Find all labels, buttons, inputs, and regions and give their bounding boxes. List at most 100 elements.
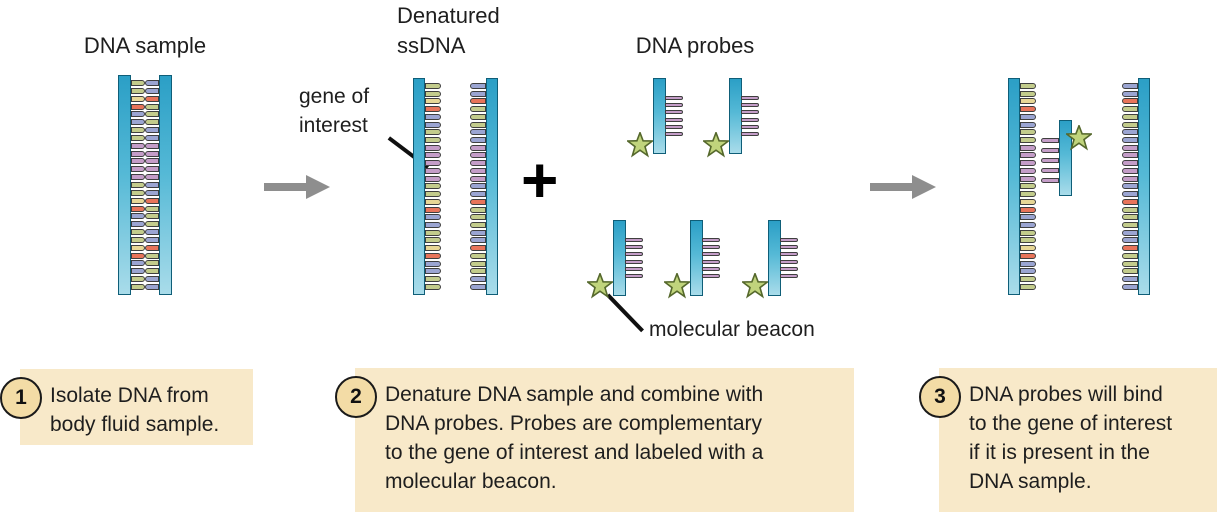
base-rung <box>1020 175 1036 182</box>
base-rung <box>425 206 441 213</box>
base-rung <box>425 121 441 128</box>
probe-rungs <box>702 238 720 278</box>
base-rung-right <box>145 205 159 212</box>
base-rung <box>1122 268 1138 275</box>
denatured-ssdna-title: Denatured ssDNA <box>397 3 500 58</box>
base-rung <box>1122 113 1138 120</box>
base-rung-left <box>131 150 145 157</box>
base-rung-left <box>131 236 145 243</box>
base-rung <box>1122 90 1138 97</box>
base-rung <box>425 160 441 167</box>
base-rung <box>425 260 441 267</box>
base-rung-left <box>131 95 145 102</box>
dna-backbone <box>413 78 425 295</box>
single-strand-rungs <box>425 83 441 290</box>
dna-backbone <box>690 220 703 296</box>
molecular-beacon-star-icon <box>742 273 768 299</box>
base-rung-right <box>145 268 159 275</box>
base-rung <box>470 198 486 205</box>
base-rung <box>1020 183 1036 190</box>
probe-rung <box>665 117 683 122</box>
molecular-beacon-star-icon <box>664 273 690 299</box>
base-rung-left <box>131 119 145 126</box>
dna-probe <box>587 220 644 299</box>
base-pair <box>131 283 159 290</box>
base-pair <box>131 252 159 259</box>
base-pair <box>131 213 159 220</box>
base-rung-left <box>131 127 145 134</box>
base-rung-left <box>131 174 145 181</box>
dna-backbone <box>118 75 131 295</box>
base-pair <box>131 166 159 173</box>
base-rung <box>1020 83 1036 89</box>
plus-sign: + <box>521 144 559 216</box>
probe-rung <box>780 259 798 264</box>
base-pair <box>131 229 159 236</box>
probe-rung <box>741 96 759 100</box>
base-rung <box>1020 113 1036 120</box>
base-rung <box>1122 183 1138 190</box>
arrow-icon <box>870 175 936 199</box>
base-rung-left <box>131 283 145 290</box>
base-rung-left <box>131 80 145 86</box>
base-rung-right <box>145 221 159 228</box>
base-pair <box>131 111 159 118</box>
base-rung <box>425 283 441 290</box>
base-rung <box>425 167 441 174</box>
base-rung-right <box>145 127 159 134</box>
base-rung <box>1122 198 1138 205</box>
base-rung-left <box>131 244 145 251</box>
dna-backbone <box>768 220 781 296</box>
probe-rung <box>665 110 683 115</box>
base-rung <box>470 121 486 128</box>
probe-rung <box>702 252 720 257</box>
base-rung-right <box>145 260 159 267</box>
base-rung-left <box>131 134 145 141</box>
base-rung-left <box>131 189 145 196</box>
base-rung <box>1122 98 1138 105</box>
base-rung <box>1020 106 1036 113</box>
base-rung-right <box>145 283 159 290</box>
base-rung-left <box>131 229 145 236</box>
base-pair <box>131 244 159 251</box>
base-rung <box>1122 137 1138 144</box>
base-rung-right <box>145 166 159 173</box>
base-rung-left <box>131 276 145 283</box>
ssdna-right-strand <box>470 78 498 295</box>
probe-rung <box>780 266 798 271</box>
probe-rung <box>665 131 683 136</box>
probe-rung <box>741 124 759 129</box>
molecular-beacon-label: molecular beacon <box>649 318 815 341</box>
base-pair <box>131 87 159 94</box>
base-rung-right <box>145 197 159 204</box>
base-rung <box>425 245 441 252</box>
probe-rungs <box>780 238 798 278</box>
base-rung <box>470 183 486 190</box>
base-rung <box>470 152 486 159</box>
probe-rung <box>625 266 643 271</box>
base-rung-right <box>145 276 159 283</box>
base-rung <box>470 237 486 244</box>
molecular-beacon-star-icon <box>587 273 613 299</box>
caption-box-step-3: 3 DNA probes will bind to the gene of in… <box>919 368 1217 512</box>
base-rung-right <box>145 174 159 181</box>
base-rung <box>1020 206 1036 213</box>
base-rung <box>425 106 441 113</box>
base-rung-left <box>131 213 145 220</box>
dna-probe <box>703 78 760 158</box>
probe-rung <box>702 245 720 250</box>
probe-rung <box>1041 178 1059 183</box>
base-rung-left <box>131 268 145 275</box>
gene-of-interest-label: gene of interest <box>299 85 370 137</box>
base-rung <box>1020 90 1036 97</box>
base-rung <box>1122 275 1138 282</box>
base-rung <box>1122 106 1138 113</box>
step-number-badge: 3 <box>919 376 961 418</box>
base-rung <box>1122 260 1138 267</box>
base-rung <box>1020 283 1036 290</box>
base-rung <box>425 237 441 244</box>
dna-probe <box>742 220 799 299</box>
base-rung <box>425 229 441 236</box>
base-pair <box>131 221 159 228</box>
